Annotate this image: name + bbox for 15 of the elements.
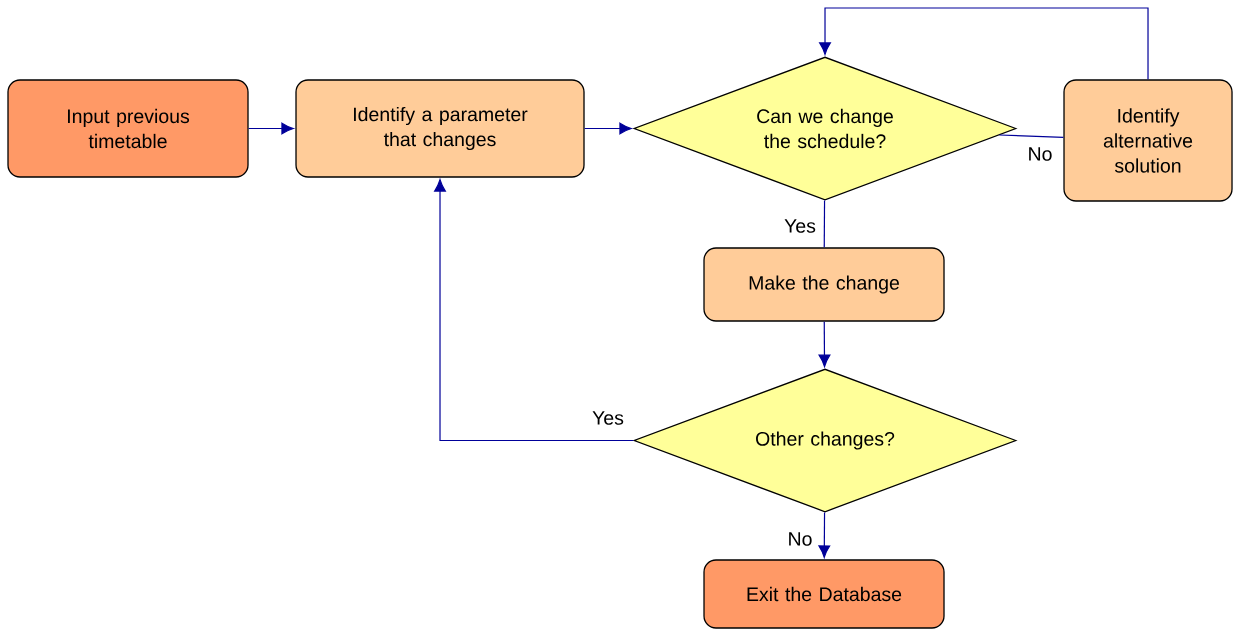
- edge-label: No: [786, 531, 814, 547]
- edge-label: No: [1026, 146, 1054, 162]
- arrow: [818, 511, 831, 558]
- process-box: Identify a parameter that changes: [295, 79, 585, 178]
- arrow: [818, 321, 831, 368]
- arrow: [434, 179, 634, 442]
- arrow: [584, 122, 632, 135]
- edge-label: Yes: [591, 410, 625, 426]
- edge-label: Yes: [783, 218, 817, 234]
- arrow: [248, 122, 294, 135]
- process-box: Input previous timetable: [7, 79, 249, 178]
- process-box: Identify alternative solution: [1063, 79, 1233, 202]
- arrow: [819, 7, 1149, 80]
- process-box: Make the change: [703, 247, 945, 322]
- process-box: Exit the Database: [703, 559, 945, 629]
